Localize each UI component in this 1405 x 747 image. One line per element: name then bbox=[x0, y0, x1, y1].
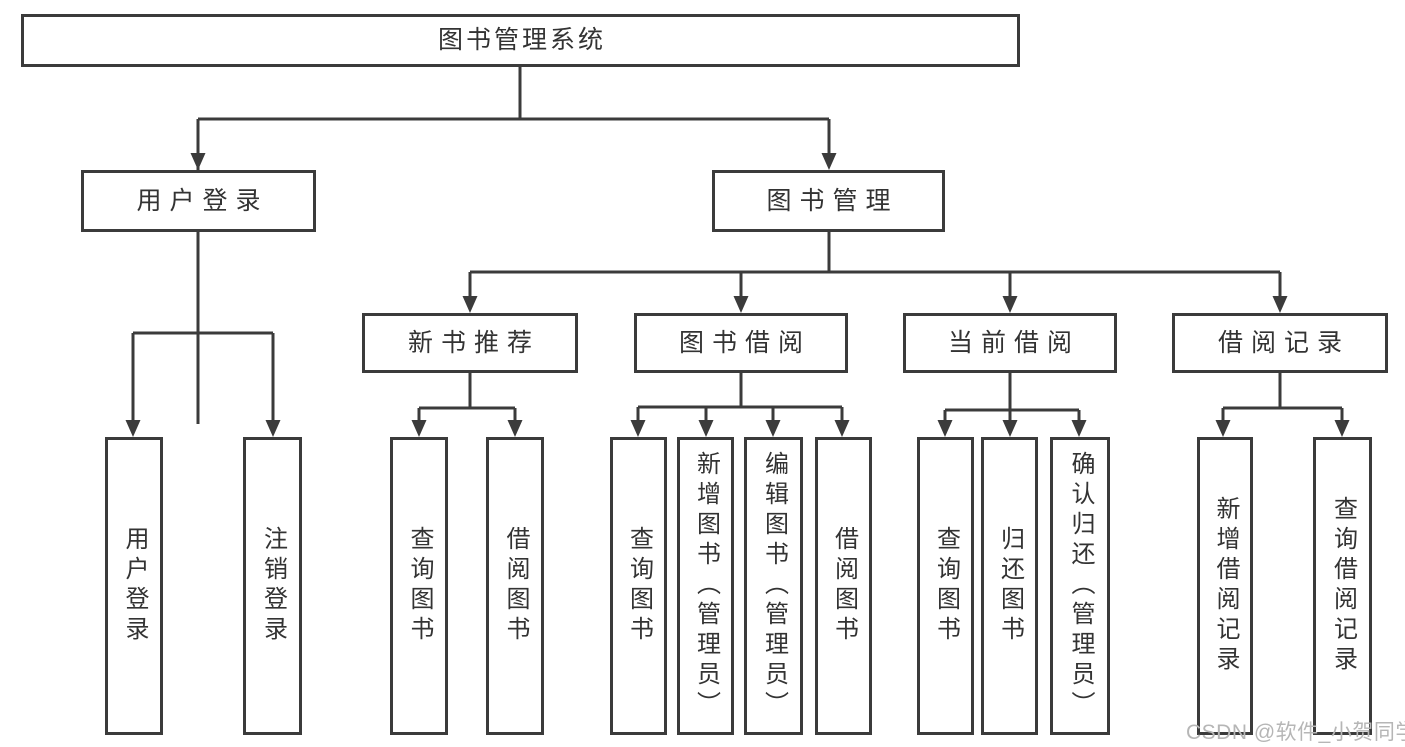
leaf-user-login: 用户登录 bbox=[105, 437, 163, 735]
leaf-borrow-books: 借阅图书 bbox=[815, 437, 872, 735]
node-label: 查询图书 bbox=[625, 526, 653, 646]
node-label: 当前借阅 bbox=[947, 328, 1080, 357]
leaf-edit-book-admin: 编辑图书（管理员） bbox=[744, 437, 803, 735]
leaf-query-borrow-record: 查询借阅记录 bbox=[1313, 437, 1372, 735]
node-label: 用户登录 bbox=[121, 526, 148, 646]
leaf-query-books-recommend: 查询图书 bbox=[390, 437, 448, 735]
node-book-management: 图书管理 bbox=[712, 170, 945, 232]
node-label: 借阅图书 bbox=[502, 526, 529, 646]
node-new-book-recommend: 新书推荐 bbox=[362, 313, 578, 373]
leaf-borrow-books-recommend: 借阅图书 bbox=[486, 437, 544, 735]
node-label: 查询图书 bbox=[932, 526, 960, 646]
leaf-logout: 注销登录 bbox=[243, 437, 302, 735]
node-label: 图书管理 bbox=[766, 186, 899, 215]
node-label: 编辑图书（管理员） bbox=[760, 451, 788, 721]
leaf-confirm-return-admin: 确认归还（管理员） bbox=[1050, 437, 1110, 735]
node-library-system: 图书管理系统 bbox=[21, 14, 1020, 67]
csdn-watermark: CSDN @软件_小贺同学 bbox=[1186, 721, 1405, 744]
node-label: 图书管理系统 bbox=[437, 26, 606, 54]
node-book-borrow: 图书借阅 bbox=[634, 313, 848, 373]
node-label: 查询借阅记录 bbox=[1329, 496, 1357, 676]
node-label: 图书借阅 bbox=[678, 328, 811, 357]
leaf-return-book: 归还图书 bbox=[981, 437, 1038, 735]
node-user-login: 用户登录 bbox=[81, 170, 316, 232]
node-label: 查询图书 bbox=[406, 526, 433, 646]
node-label: 注销登录 bbox=[259, 526, 287, 646]
node-label: 新增图书（管理员） bbox=[692, 451, 720, 721]
leaf-query-books-current: 查询图书 bbox=[917, 437, 974, 735]
node-label: 新增借阅记录 bbox=[1212, 496, 1239, 676]
leaf-add-book-admin: 新增图书（管理员） bbox=[677, 437, 734, 735]
node-label: 确认归还（管理员） bbox=[1067, 451, 1094, 721]
node-label: 借阅图书 bbox=[830, 526, 858, 646]
leaf-add-borrow-record: 新增借阅记录 bbox=[1197, 437, 1253, 735]
node-label: 借阅记录 bbox=[1217, 328, 1350, 357]
node-current-borrow: 当前借阅 bbox=[903, 313, 1117, 373]
node-label: 归还图书 bbox=[996, 526, 1024, 646]
node-borrow-records: 借阅记录 bbox=[1172, 313, 1388, 373]
node-label: 用户登录 bbox=[136, 186, 269, 215]
node-label: 新书推荐 bbox=[407, 328, 540, 357]
leaf-query-books-borrow: 查询图书 bbox=[610, 437, 667, 735]
